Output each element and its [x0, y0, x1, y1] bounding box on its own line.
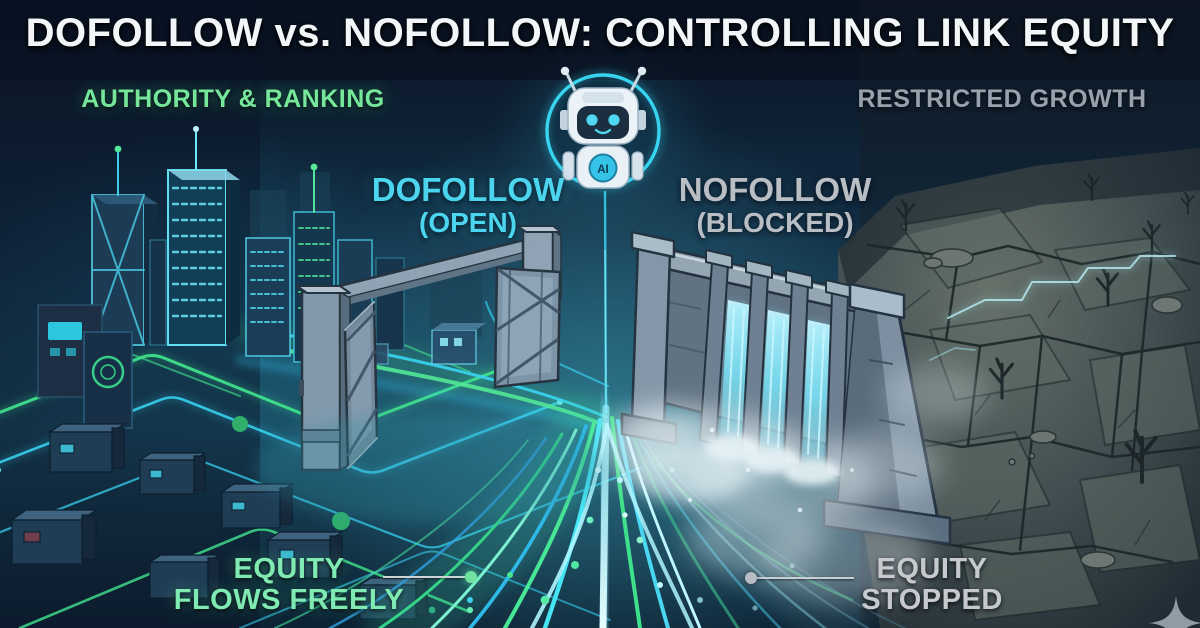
nofollow-label: NOFOLLOW (BLOCKED) [679, 172, 871, 238]
nofollow-label-line2: (BLOCKED) [696, 206, 854, 238]
equity-flows-connector-line [383, 576, 467, 578]
page-title: DOFOLLOW vs. NOFOLLOW: CONTROLLING LINK … [25, 11, 1175, 55]
dam-illustration [620, 230, 952, 546]
mist [605, 365, 987, 604]
equity-flows-connector-dot [465, 571, 477, 583]
nofollow-label-line1: NOFOLLOW [678, 171, 872, 208]
equity-stopped-caption-line1: EQUITY [876, 553, 988, 585]
equity-flows-caption-line2: FLOWS FREELY [173, 584, 405, 617]
robot-badge-text: AI [597, 164, 609, 176]
equity-stopped-connector-line [757, 577, 854, 579]
sparkle-logo-icon [1149, 596, 1200, 628]
authority-ranking-label: AUTHORITY & RANKING [81, 85, 385, 113]
equity-flows-caption: EQUITY FLOWS FREELY [173, 553, 405, 617]
dofollow-label-line1: DOFOLLOW [371, 171, 565, 208]
equity-stopped-caption: EQUITY STOPPED [861, 553, 1003, 617]
dofollow-label-line2: (OPEN) [419, 206, 517, 238]
dofollow-label: DOFOLLOW (OPEN) [372, 172, 564, 238]
equity-flows-caption-line1: EQUITY [233, 553, 345, 585]
equity-stopped-caption-line2: STOPPED [861, 584, 1003, 617]
ai-robot-icon: AI [542, 66, 664, 192]
equity-stopped-connector-dot [745, 572, 757, 584]
open-gate-illustration [255, 225, 605, 523]
restricted-growth-label: RESTRICTED GROWTH [857, 85, 1147, 113]
